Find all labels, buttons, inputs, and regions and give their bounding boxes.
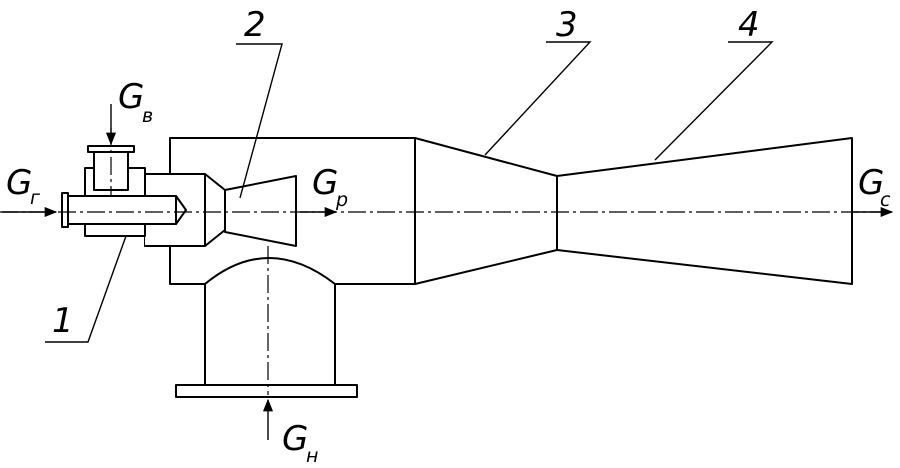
label-g-c: G c [858, 163, 891, 211]
svg-text:p: p [335, 189, 348, 211]
svg-text:G: G [118, 77, 144, 117]
svg-text:c: c [880, 189, 891, 211]
svg-text:G: G [858, 163, 884, 203]
label-g-gas: G г [6, 163, 41, 209]
svg-text:G: G [6, 163, 32, 203]
callout-4: 4 [738, 5, 760, 45]
svg-text:в: в [142, 105, 153, 127]
leader-lines [45, 41, 774, 343]
svg-text:G: G [312, 163, 338, 203]
callout-2: 2 [244, 5, 266, 45]
label-g-p: G p [312, 163, 348, 211]
nozzle-assembly [144, 173, 297, 247]
label-g-n: G н [282, 419, 318, 467]
callout-3: 3 [556, 5, 578, 45]
diverging-diffuser [556, 137, 853, 285]
lower-inlet-pipe [175, 283, 358, 398]
svg-text:н: н [306, 445, 318, 467]
converging-section [414, 137, 558, 285]
svg-text:G: G [282, 419, 308, 459]
label-g-air: G в [118, 77, 153, 127]
callout-1: 1 [52, 301, 74, 341]
gas-inlet-nozzle [61, 145, 187, 237]
svg-text:г: г [30, 187, 41, 209]
